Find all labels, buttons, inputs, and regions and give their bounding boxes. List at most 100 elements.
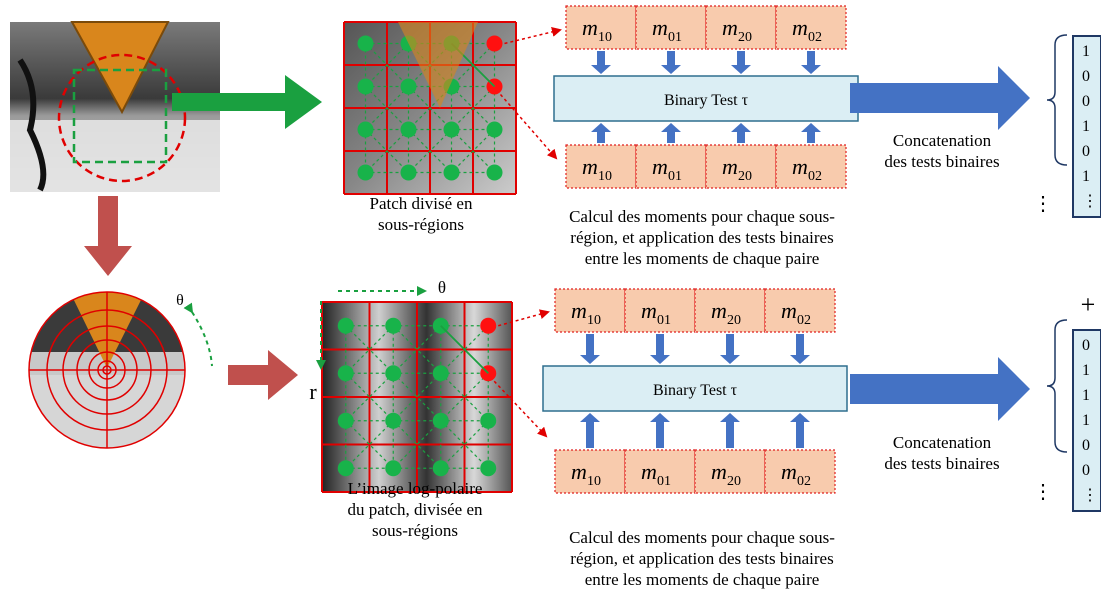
bottom-moment-bottom-label-1: m01 — [641, 459, 671, 489]
bottom-moment-bottom-label-0: m10 — [571, 459, 601, 489]
top-bit-4: 0 — [1082, 143, 1090, 160]
bottom-bit-vector — [1072, 329, 1101, 512]
bottom-bit-1: 1 — [1082, 362, 1090, 379]
top-bit-1: 0 — [1082, 68, 1090, 85]
logpolar-grid-link — [345, 420, 394, 469]
bottom-arrow-up-3 — [790, 413, 810, 448]
top-moment-top-label-1: m01 — [652, 15, 682, 45]
top-arrow-down-2 — [731, 51, 751, 74]
top-bit-0: 1 — [1082, 43, 1090, 60]
logpolar-grid-link — [345, 325, 394, 374]
top-moment-bottom-2 — [705, 144, 777, 189]
top-moment-top-label-0: m10 — [582, 15, 612, 45]
top-arrow-up-0 — [591, 123, 611, 143]
bottom-arrow-up-2 — [720, 413, 740, 448]
big-arrow-top — [850, 66, 1030, 130]
top-bit-2: 0 — [1082, 93, 1090, 110]
patch-grid-top-dot-4 — [357, 78, 374, 95]
bottom-binary-test-label: Binary Test τ — [653, 382, 738, 399]
arrow-to-patch — [172, 75, 322, 129]
bottom-moment-top-label-3: m02 — [781, 298, 811, 328]
bottom-moment-top-1 — [624, 288, 696, 333]
bottom-vdots: ⋮ — [1033, 481, 1053, 503]
bottom-arrow-down-0 — [580, 334, 600, 364]
patch-grid-top-link — [408, 129, 452, 173]
patch-grid-top-link — [365, 129, 409, 173]
bottom-moment-bottom-label-3: m02 — [781, 459, 811, 489]
bottom-binary-test-box — [542, 365, 848, 412]
bottom-arrow-up-0 — [580, 413, 600, 448]
arrow-to-logpolar — [228, 350, 298, 400]
top-arrow-down-3 — [801, 51, 821, 74]
patch-grid-top-dot-0 — [357, 35, 374, 52]
patch-square — [72, 68, 168, 164]
logpolar-r-label: r — [309, 379, 317, 404]
bottom-arrow-down-2 — [720, 334, 740, 364]
logpolar-grid-link — [440, 420, 489, 469]
top-moment-bottom-label-3: m02 — [792, 154, 822, 184]
patch-grid-top-pencil — [398, 22, 478, 108]
top-moment-top-label-2: m20 — [722, 15, 752, 45]
logpolar-grid-dot-red-3 — [480, 317, 497, 334]
logpolar-grid-link — [345, 325, 394, 374]
patch-grid-top-dot-11 — [486, 121, 503, 138]
patch-caption-bottom: L’image log-polaire du patch, divisée en… — [347, 479, 483, 540]
polar-theta-label: θ — [176, 292, 184, 309]
top-arrow-up-1 — [661, 123, 681, 143]
bottom-moment-bottom-2 — [694, 449, 766, 494]
top-moment-top-2 — [705, 5, 777, 50]
patch-grid-top-dot-10 — [443, 121, 460, 138]
bottom-moment-bottom-0 — [554, 449, 626, 494]
keypoint-circle — [57, 53, 187, 183]
logpolar-grid-link — [440, 420, 489, 469]
big-arrow-bottom — [850, 357, 1030, 421]
polar-theta-arrow — [183, 302, 213, 367]
logpolar-grid-link — [440, 325, 489, 374]
logpolar-grid-dot-13 — [385, 460, 402, 477]
logpolar-grid-link — [392, 325, 442, 374]
bottom-moment-bottom-3 — [764, 449, 836, 494]
logpolar-grid-link — [392, 372, 442, 422]
bottom-pointer-1 — [498, 309, 550, 327]
patch-grid-top-dot-14 — [443, 164, 460, 181]
bottom-moment-top-2 — [694, 288, 766, 333]
top-moment-top-0 — [565, 5, 637, 50]
bottom-arrow-up-1 — [650, 413, 670, 448]
logpolar-grid-dot-9 — [385, 412, 402, 429]
logpolar-grid-link — [345, 372, 394, 422]
patch-grid-top-link — [408, 86, 452, 130]
cord-shape — [17, 58, 47, 192]
bottom-arrow-down-3 — [790, 334, 810, 364]
patch-grid-top-dot-15 — [486, 164, 503, 181]
logpolar-grid-dot-4 — [337, 365, 354, 382]
patch-grid-top-dot-red-3 — [486, 35, 503, 52]
top-binary-test-label: Binary Test τ — [664, 92, 749, 109]
logpolar-grid-dot-12 — [337, 460, 354, 477]
top-arrow-up-3 — [801, 123, 821, 143]
top-vdots: ⋮ — [1033, 193, 1053, 215]
top-moment-bottom-0 — [565, 144, 637, 189]
moments-caption-top: Calcul des moments pour chaque sous- rég… — [569, 207, 835, 268]
top-moment-bottom-label-1: m01 — [652, 154, 682, 184]
bottom-moment-top-label-1: m01 — [641, 298, 671, 328]
logpolar-grid-dot-10 — [432, 412, 449, 429]
pencil-tip-shape — [70, 21, 170, 115]
logpolar-grid-dot-11 — [480, 412, 497, 429]
patch-grid-top-dot-5 — [400, 78, 417, 95]
concat-caption-top: Concatenation des tests binaires — [884, 131, 1000, 171]
bottom-moment-top-3 — [764, 288, 836, 333]
bottom-bit-3: 1 — [1082, 412, 1090, 429]
logpolar-grid-dot-0 — [337, 317, 354, 334]
bottom-arrow-down-1 — [650, 334, 670, 364]
top-moment-top-label-3: m02 — [792, 15, 822, 45]
top-pointer-2 — [499, 94, 558, 160]
logpolar-grid-link — [392, 420, 442, 469]
bottom-moment-top-label-0: m10 — [571, 298, 601, 328]
logpolar-grid-dot-8 — [337, 412, 354, 429]
top-brace — [1046, 34, 1068, 166]
patch-grid-top-dot-8 — [357, 121, 374, 138]
bottom-bit-4: 0 — [1082, 437, 1090, 454]
patch-grid-top-link — [365, 86, 409, 130]
